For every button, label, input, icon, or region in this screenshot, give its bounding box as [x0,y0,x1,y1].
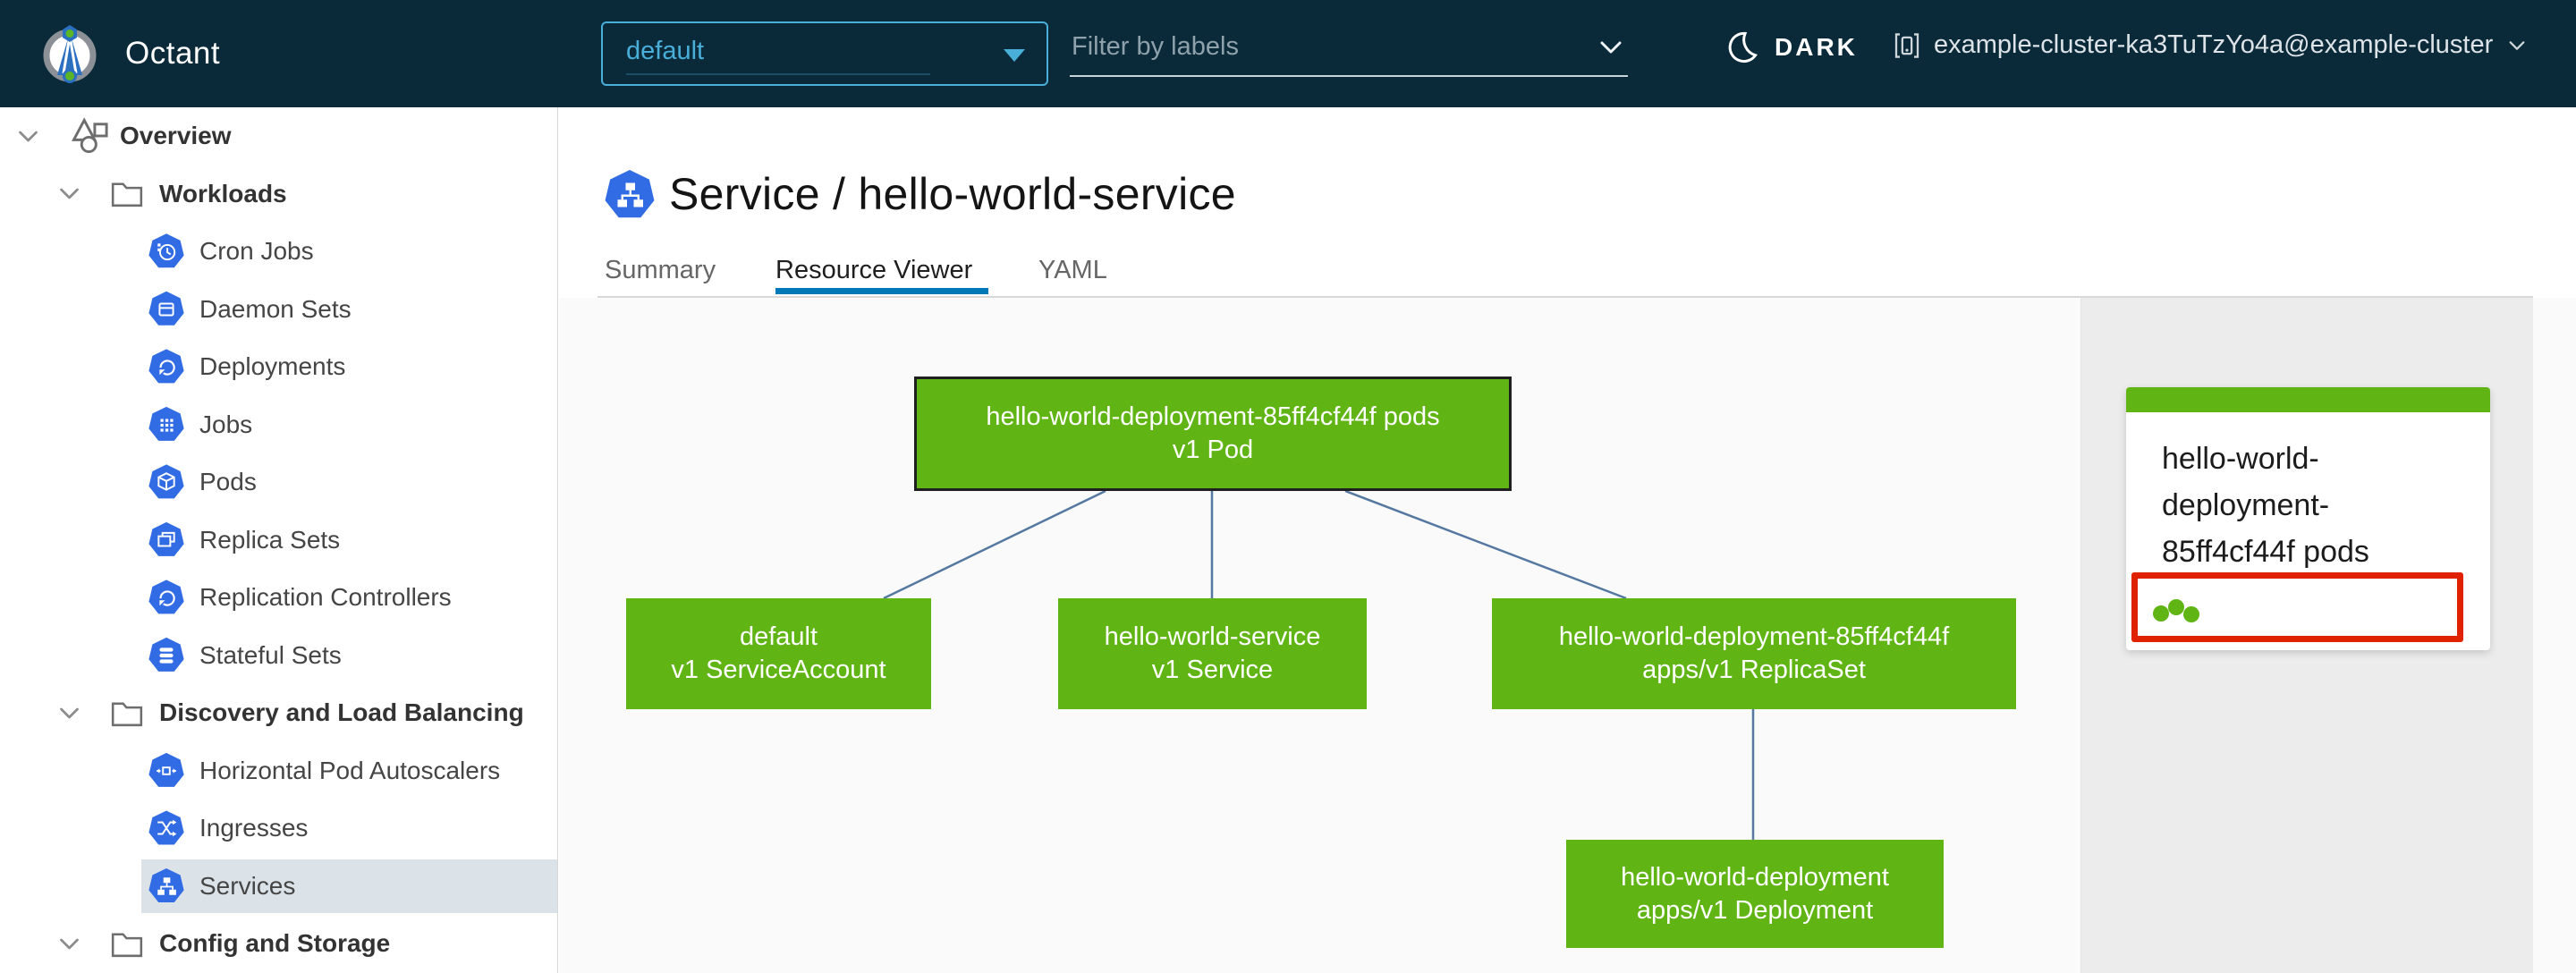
sidebar-item-services[interactable]: Services [0,858,557,916]
sidebar-item-label: Stateful Sets [199,640,342,669]
sidebar-item-deployments[interactable]: Deployments [0,338,557,396]
namespace-value: default [626,33,930,75]
node-name: hello-world-deployment-85ff4cf44f pods [986,402,1440,431]
chevron-down-icon[interactable] [57,932,81,956]
sidebar-item-label: Discovery and Load Balancing [159,698,524,727]
node-name: hello-world-service [1104,622,1321,651]
sidebar-item-label: Replica Sets [199,525,341,554]
graph-node-service[interactable]: hello-world-service v1 Service [1058,598,1367,709]
sidebar-item-label: Config and Storage [159,929,391,958]
cron-jobs-icon [148,233,184,268]
cluster-selector[interactable]: example-cluster-ka3TuTzYo4a@example-clus… [1893,30,2527,60]
theme-toggle[interactable]: DARK [1726,30,1858,64]
sidebar-item-label: Jobs [199,410,253,438]
sidebar-item-label: Workloads [159,179,287,207]
sidebar-item-overview[interactable]: Overview [0,107,557,165]
sidebar-item-label: Horizontal Pod Autoscalers [199,756,501,784]
node-kind: apps/v1 ReplicaSet [1642,656,1866,684]
pod-status-dots[interactable] [2150,589,2222,629]
sidebar-nav: Overview Workloads Cron Jobs Daemon Sets… [0,107,558,973]
tab-yaml[interactable]: YAML [1038,256,1107,284]
node-kind: v1 Service [1151,656,1274,684]
moon-icon [1726,30,1760,64]
cluster-name: example-cluster-ka3TuTzYo4a@example-clus… [1934,30,2494,59]
sidebar-item-label: Overview [120,122,232,150]
tab-resource-viewer[interactable]: Resource Viewer [775,256,973,284]
graph-node-serviceaccount[interactable]: default v1 ServiceAccount [626,598,931,709]
folder-icon [110,929,144,959]
stateful-sets-icon [148,637,184,672]
sidebar-item-label: Services [199,871,296,900]
detail-panel: hello-world-deployment-85ff4cf44f pods [2080,298,2533,973]
label-filter [1070,25,1628,77]
node-kind: v1 ServiceAccount [671,656,886,684]
chevron-down-icon[interactable] [1597,34,1624,61]
horizontal-pod-autoscalers-icon [148,752,184,787]
pods-icon [148,464,184,499]
sidebar-item-jobs[interactable]: Jobs [0,396,557,454]
sidebar-item-label: Daemon Sets [199,294,352,323]
node-name: hello-world-deployment [1621,862,1889,892]
sidebar-item-label: Replication Controllers [199,583,452,612]
app-header: Octant default DARK example-cluster-ka3T… [0,0,2576,107]
chevron-down-icon[interactable] [57,701,81,725]
sidebar-item-label: Pods [199,468,257,496]
sidebar-item-label: Ingresses [199,814,309,842]
sidebar-item-label: Cron Jobs [199,237,314,266]
node-name: hello-world-deployment-85ff4cf44f [1558,622,1950,651]
folder-icon [110,698,144,728]
graph-node-pod[interactable]: hello-world-deployment-85ff4cf44f pods v… [914,377,1512,491]
sidebar-item-pods[interactable]: Pods [0,453,557,512]
sidebar-item-discovery-and-load-balancing[interactable]: Discovery and Load Balancing [0,684,557,742]
app-title: Octant [125,36,221,71]
sidebar-item-workloads[interactable]: Workloads [0,165,557,224]
theme-toggle-label: DARK [1775,33,1858,61]
sidebar-item-replication-controllers[interactable]: Replication Controllers [0,569,557,627]
daemon-sets-icon [148,291,184,326]
jobs-icon [148,406,184,441]
label-filter-input[interactable] [1070,25,1628,77]
card-status-bar [2126,387,2490,412]
page-title: Service / hello-world-service [669,169,1236,219]
sidebar-item-config-and-storage[interactable]: Config and Storage [0,915,557,973]
content-header [559,107,2576,298]
caret-down-icon [1004,49,1025,62]
node-name: default [739,622,818,651]
octant-logo [43,25,97,83]
pod-status-card: hello-world-deployment-85ff4cf44f pods [2126,387,2490,650]
tab-summary[interactable]: Summary [605,256,716,284]
cluster-icon [1893,31,1921,60]
namespace-dropdown[interactable]: default [601,21,1048,86]
sidebar-item-horizontal-pod-autoscalers[interactable]: Horizontal Pod Autoscalers [0,742,557,800]
services-icon [148,867,184,902]
folder-icon [110,179,144,208]
overview-icon [70,116,112,156]
node-kind: apps/v1 Deployment [1636,895,1874,925]
ingresses-icon [148,810,184,845]
sidebar-item-label: Deployments [199,352,346,381]
chevron-down-icon[interactable] [16,124,40,148]
sidebar-item-ingresses[interactable]: Ingresses [0,800,557,858]
sidebar-item-cron-jobs[interactable]: Cron Jobs [0,223,557,281]
graph-node-deployment[interactable]: hello-world-deployment apps/v1 Deploymen… [1566,840,1944,948]
replication-controllers-icon [148,580,184,614]
pod-status-selection-box[interactable] [2131,572,2463,642]
graph-edges [883,489,1755,840]
node-kind: v1 Pod [1172,436,1254,464]
sidebar-item-stateful-sets[interactable]: Stateful Sets [0,627,557,685]
chevron-down-icon [2507,36,2527,55]
deployments-icon [148,349,184,384]
graph-node-replicaset[interactable]: hello-world-deployment-85ff4cf44f apps/v… [1492,598,2016,709]
active-tab-indicator [775,288,988,294]
replica-sets-icon [148,521,184,556]
sidebar-item-replica-sets[interactable]: Replica Sets [0,512,557,570]
sidebar-item-daemon-sets[interactable]: Daemon Sets [0,281,557,339]
card-title: hello-world-deployment-85ff4cf44f pods [2162,442,2369,569]
chevron-down-icon[interactable] [57,182,81,206]
tab-divider-line [597,296,2533,298]
